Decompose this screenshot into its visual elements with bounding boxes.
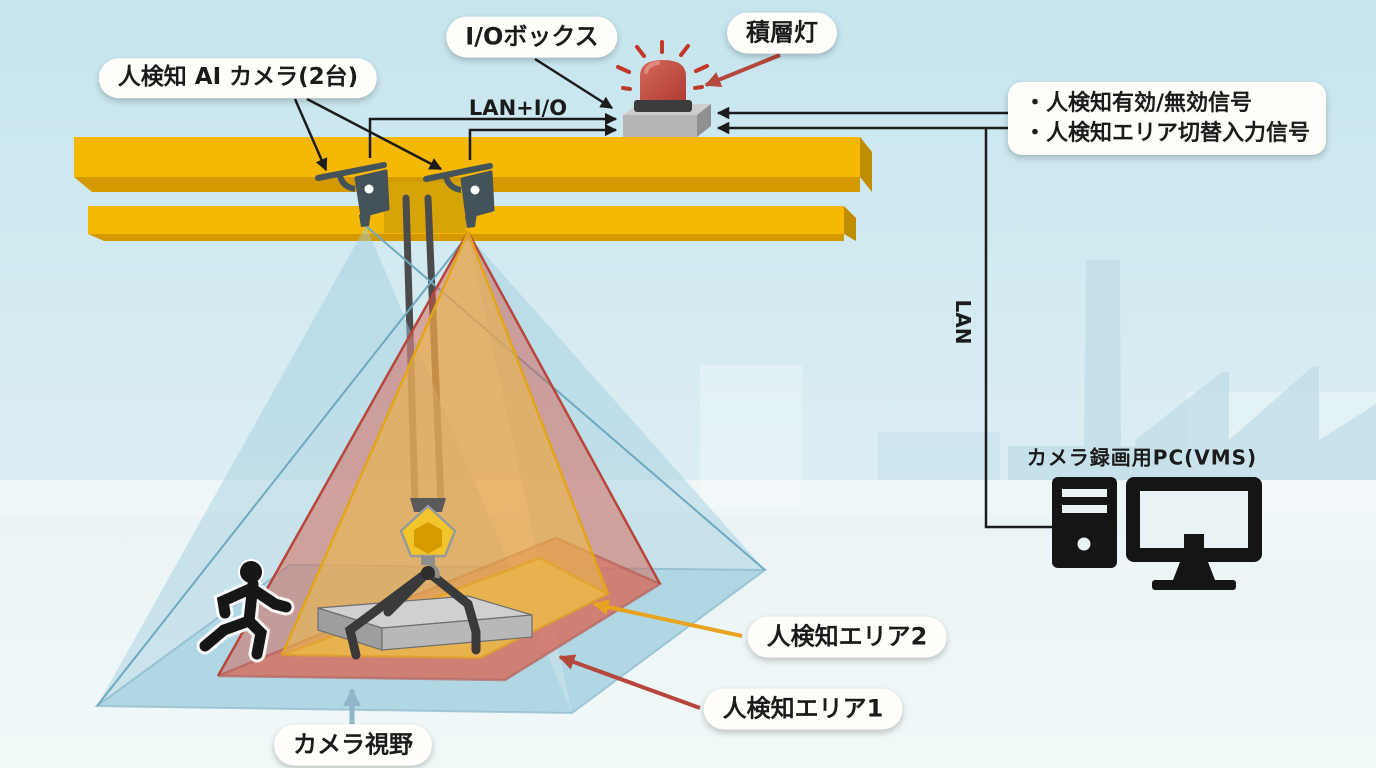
- label-detection-area1: 人検知エリア1: [703, 688, 903, 730]
- wire-camera1-to-iobox: [368, 112, 618, 158]
- camera-lens-dot: [470, 185, 480, 195]
- arrow-to-iobox: [534, 57, 614, 110]
- pale-building: [700, 365, 802, 508]
- worker-icon: [196, 559, 295, 663]
- beacon-rays: [616, 40, 709, 91]
- stack-light-icon: [616, 40, 709, 112]
- label-lan-io: LAN+I/O: [468, 96, 568, 120]
- factory-silhouette-icon: [1008, 260, 1376, 480]
- wire-camera2-to-iobox: [468, 123, 618, 160]
- sling-straps: [344, 567, 481, 660]
- label-detection-area2: 人検知エリア2: [747, 616, 947, 658]
- arrow-to-area2: [592, 599, 743, 638]
- wire-lan-to-pc: [984, 128, 1054, 529]
- camera-lens-dot: [364, 184, 374, 194]
- arrow-to-camera2: [306, 97, 443, 171]
- arrow-to-camera1: [293, 98, 328, 172]
- label-lan: LAN: [951, 299, 975, 345]
- factory-block: [878, 432, 1000, 480]
- vms-pc-icon: [1052, 477, 1262, 590]
- label-signal-switch: ・人検知エリア切替入力信号: [1024, 120, 1311, 146]
- label-stack-light: 積層灯: [727, 12, 837, 54]
- arrow-to-area1: [558, 654, 701, 710]
- arrow-to-stacklight: [704, 53, 781, 88]
- label-vms-pc: カメラ録画用PC(VMS): [1026, 445, 1258, 470]
- hook-hexagon: [414, 522, 442, 554]
- ai-camera-left-icon: [315, 162, 390, 227]
- ai-camera-right-icon: [423, 163, 495, 228]
- beacon-base: [634, 100, 692, 112]
- label-signals: ・人検知有効/無効信号 ・人検知エリア切替入力信号: [1008, 82, 1327, 156]
- label-ai-camera: 人検知 AI カメラ(2台): [98, 58, 378, 98]
- wiring: [368, 106, 1054, 529]
- label-arrows: [293, 53, 781, 724]
- label-camera-fov: カメラ視野: [274, 724, 432, 766]
- label-io-box: I/Oボックス: [446, 16, 618, 58]
- sling-ring: [421, 566, 435, 580]
- hook-block: [399, 498, 457, 580]
- label-signal-enable: ・人検知有効/無効信号: [1024, 91, 1253, 116]
- beacon-dome: [640, 60, 686, 103]
